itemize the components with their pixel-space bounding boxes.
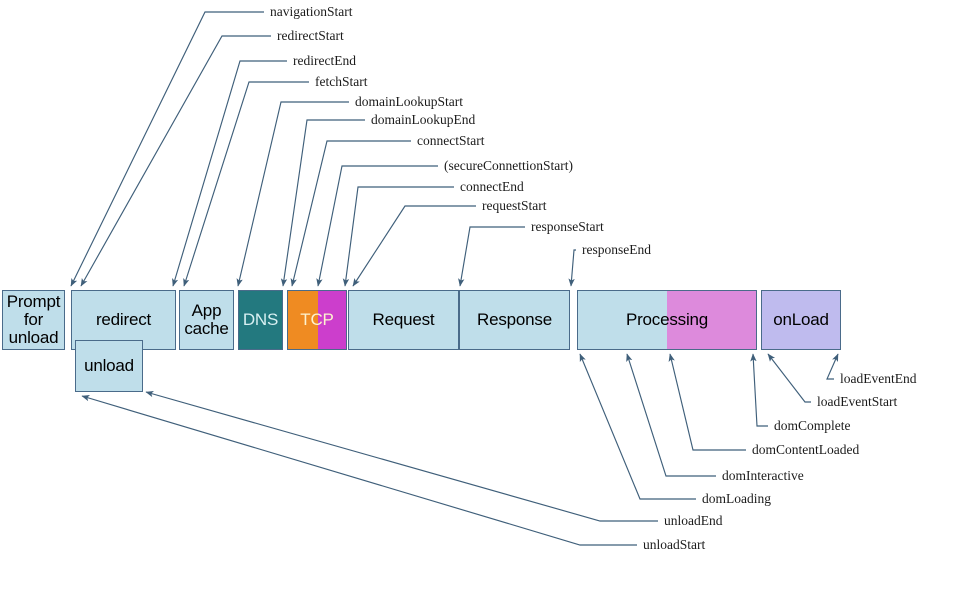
phase-box-onload: onLoad	[761, 290, 841, 350]
phase-box-dns: DNS	[238, 290, 283, 350]
timing-mark-secureConnectionStart: (secureConnettionStart)	[444, 158, 573, 173]
phase-label-prompt-for-unload: Prompt for unload	[6, 291, 61, 347]
connector-connectEnd	[342, 186, 454, 287]
timing-mark-connectStart: connectStart	[417, 133, 485, 148]
connector-responseEnd	[568, 249, 576, 287]
timing-mark-domContentLoaded: domContentLoaded	[752, 442, 860, 457]
connector-unloadStart	[81, 395, 637, 546]
timing-mark-loadEventStart: loadEventStart	[817, 394, 898, 409]
phase-box-response: Response	[459, 290, 570, 350]
connector-navigationStart	[70, 11, 264, 287]
phase-box-prompt-for-unload: Prompt for unload	[2, 290, 65, 350]
connector-domainLookupStart	[236, 101, 349, 287]
phase-label-request: Request	[372, 309, 435, 329]
phase-box-processing: Processing	[577, 290, 757, 350]
phase-box-tcp: TCP	[287, 290, 347, 350]
connector-domComplete	[750, 353, 768, 427]
timing-mark-connectEnd: connectEnd	[460, 179, 524, 194]
connector-redirectStart	[80, 35, 271, 287]
phase-label-app-cache: App cache	[184, 300, 229, 338]
phase-label-unload: unload	[84, 355, 134, 375]
connector-fetchStart	[183, 81, 309, 287]
connector-loadEventEnd	[826, 353, 839, 380]
connector-domContentLoaded	[668, 353, 746, 451]
timing-mark-domInteractive: domInteractive	[722, 468, 804, 483]
connector-unloadEnd	[145, 390, 658, 522]
connector-domInteractive	[626, 353, 716, 477]
connector-domLoading	[579, 353, 696, 500]
timing-mark-redirectEnd: redirectEnd	[293, 53, 356, 68]
timing-mark-responseStart: responseStart	[531, 219, 604, 234]
timing-mark-responseEnd: responseEnd	[582, 242, 651, 257]
timing-mark-requestStart: requestStart	[482, 198, 547, 213]
timing-mark-domainLookupEnd: domainLookupEnd	[371, 112, 476, 127]
timing-mark-redirectStart: redirectStart	[277, 28, 344, 43]
phase-label-onload: onLoad	[773, 309, 829, 329]
phase-box-unload: unload	[75, 340, 143, 392]
connector-loadEventStart	[767, 353, 811, 403]
connector-domainLookupEnd	[280, 119, 365, 287]
timing-mark-unloadEnd: unloadEnd	[664, 513, 723, 528]
connector-requestStart	[352, 205, 476, 287]
phase-box-tcp-second-half	[318, 291, 346, 349]
connector-secureConnectionStart	[316, 165, 438, 287]
phase-box-request: Request	[348, 290, 459, 350]
phase-box-app-cache: App cache	[179, 290, 234, 350]
timing-mark-domComplete: domComplete	[774, 418, 851, 433]
phase-label-processing: Processing	[625, 309, 709, 329]
phase-box-processing-second-half	[667, 291, 756, 349]
timing-mark-loadEventEnd: loadEventEnd	[840, 371, 917, 386]
connector-connectStart	[290, 140, 411, 287]
timing-mark-navigationStart: navigationStart	[270, 4, 353, 19]
timing-mark-domLoading: domLoading	[702, 491, 771, 506]
timing-mark-fetchStart: fetchStart	[315, 74, 368, 89]
phase-label-dns: DNS	[242, 309, 279, 329]
connector-redirectEnd	[172, 60, 287, 287]
timing-mark-domainLookupStart: domainLookupStart	[355, 94, 463, 109]
phase-label-tcp: TCP	[300, 309, 334, 329]
timing-mark-unloadStart: unloadStart	[643, 537, 706, 552]
connector-responseStart	[458, 226, 525, 287]
phase-label-redirect: redirect	[95, 309, 152, 329]
phase-label-response: Response	[477, 309, 552, 329]
